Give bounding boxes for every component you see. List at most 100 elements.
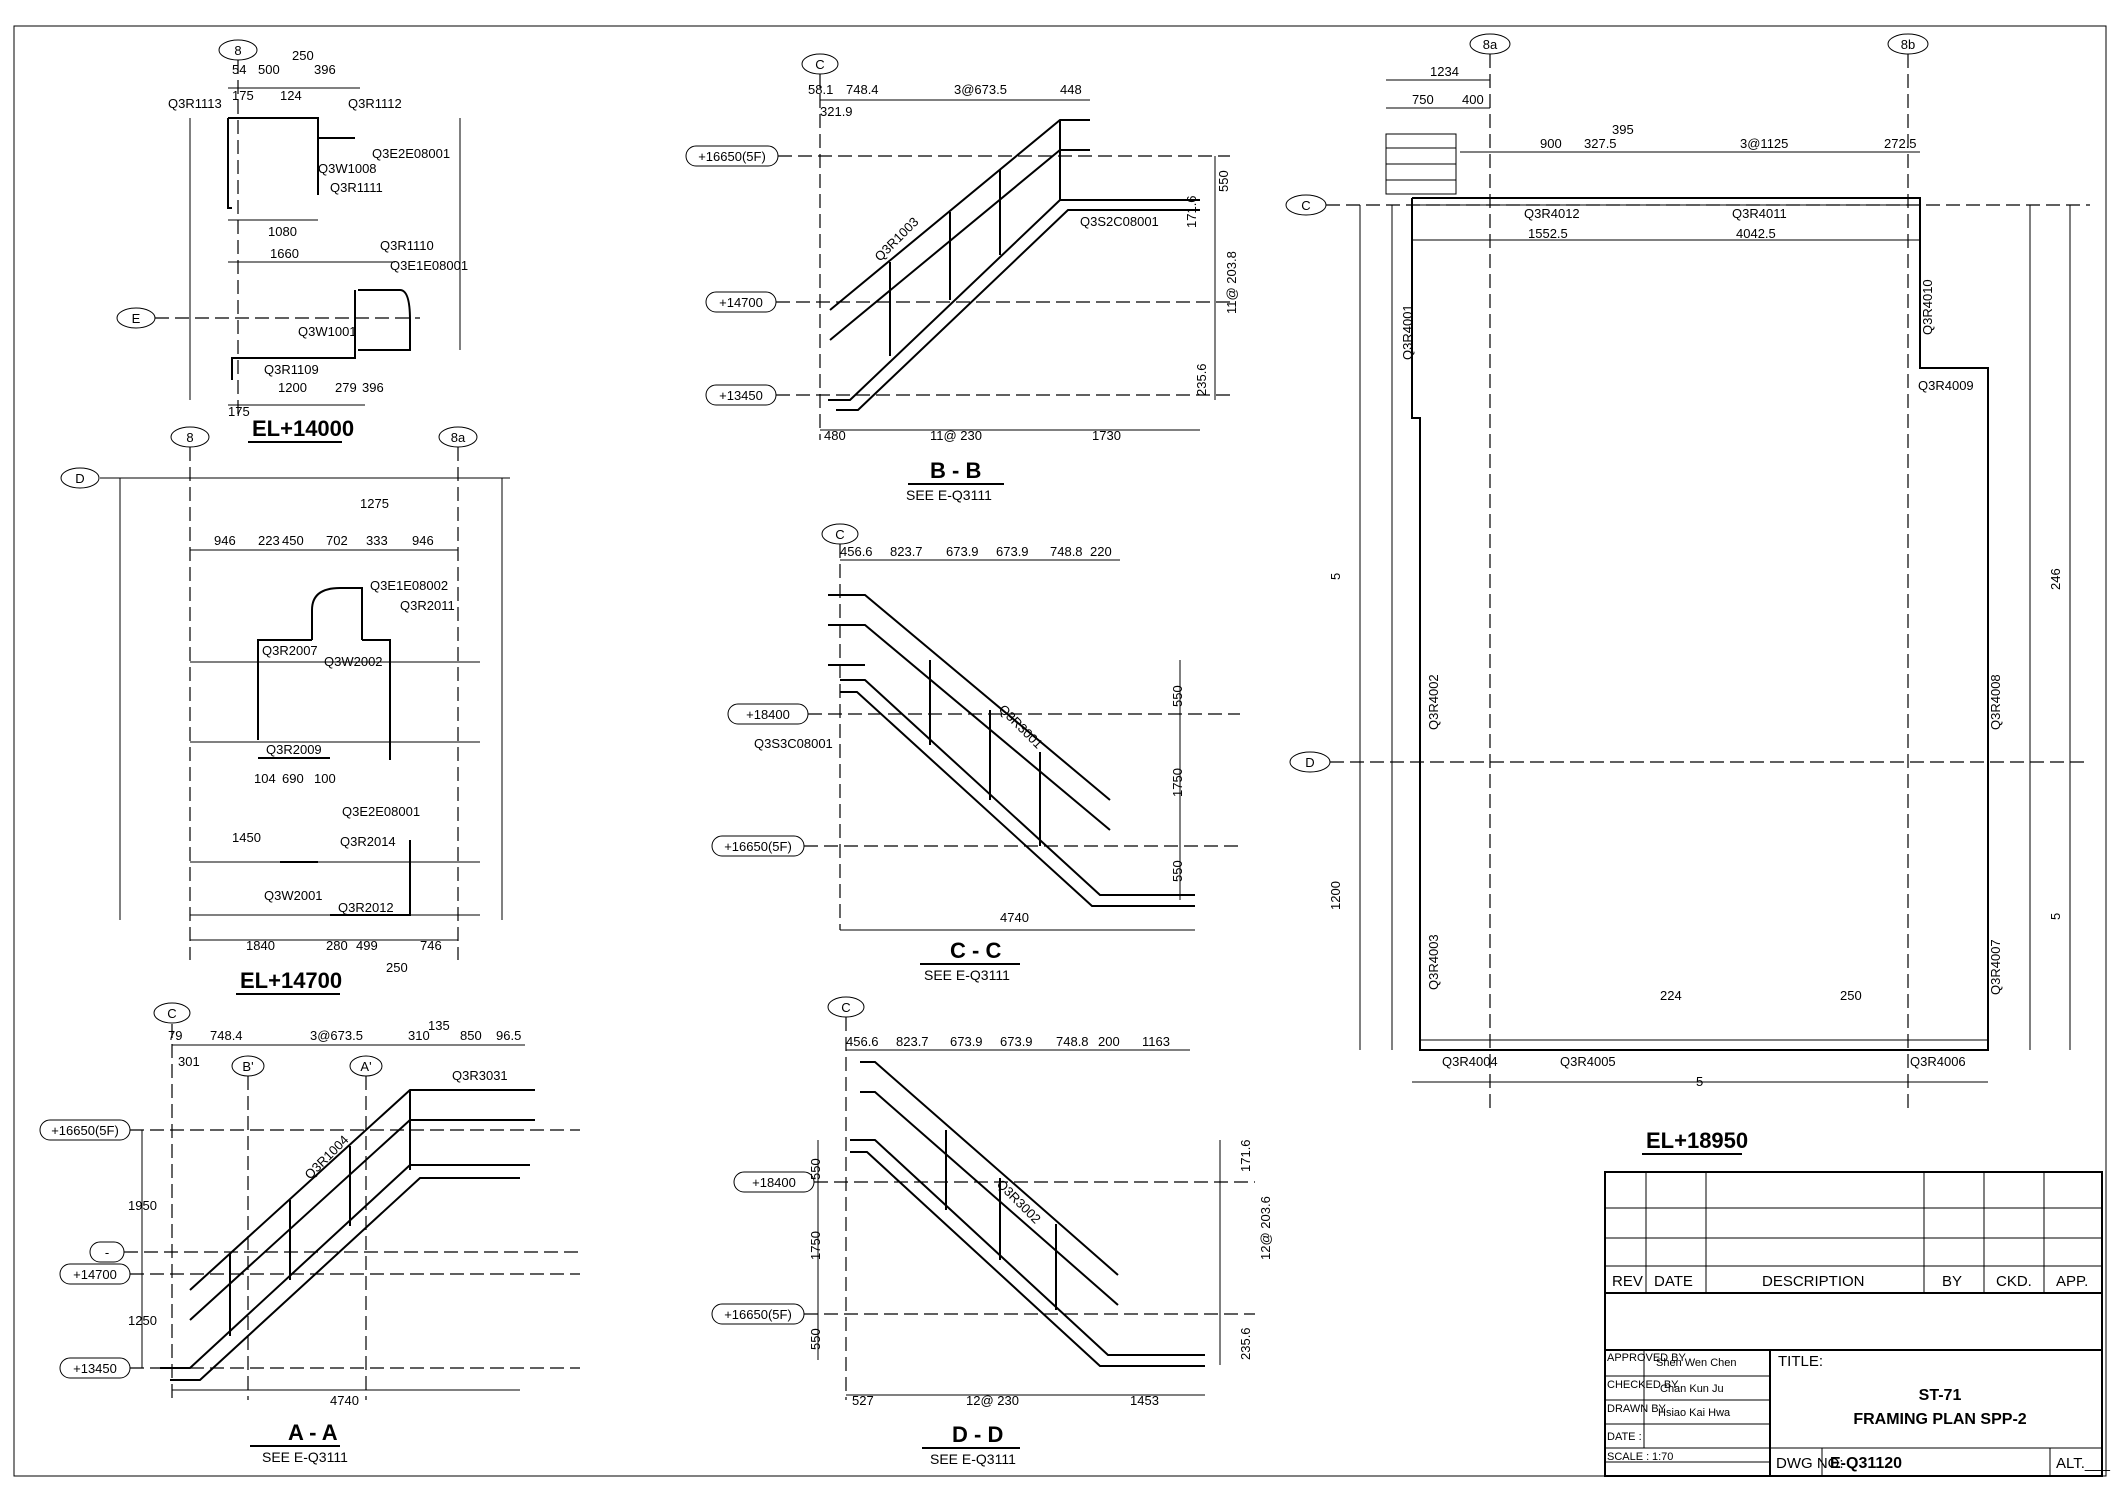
dim-text: 246 bbox=[2048, 568, 2063, 590]
dim-text: 11@ 203.8 bbox=[1224, 251, 1239, 314]
dim-text: 5 bbox=[1696, 1074, 1703, 1089]
stair-stringer bbox=[828, 199, 1200, 401]
dim-text: 450 bbox=[282, 533, 304, 548]
handrail bbox=[828, 594, 1111, 801]
member-label: Q3W2002 bbox=[324, 654, 383, 669]
dim-text: 3@673.5 bbox=[954, 82, 1007, 97]
dim-text: 550 bbox=[808, 1328, 823, 1350]
member-label: Q3R4007 bbox=[1988, 939, 2003, 995]
grid-label: 8 bbox=[186, 430, 193, 445]
member-label: Q3R1112 bbox=[348, 96, 402, 111]
member-label: Q3R1004 bbox=[302, 1132, 352, 1182]
dim-text: 250 bbox=[1840, 988, 1862, 1003]
dim-text: 12@ 203.6 bbox=[1258, 1196, 1273, 1260]
dim-text: 550 bbox=[1170, 685, 1185, 707]
dim-text: 673.9 bbox=[950, 1034, 983, 1049]
dim-text: 4740 bbox=[330, 1393, 359, 1408]
door-swing bbox=[311, 587, 363, 640]
dim-text: 850 bbox=[460, 1028, 482, 1043]
dim-text: 1660 bbox=[270, 246, 299, 261]
beam bbox=[231, 290, 356, 380]
member-label: Q3R2007 bbox=[262, 643, 318, 658]
level-label: +13450 bbox=[73, 1361, 117, 1376]
member-label: Q3W2001 bbox=[264, 888, 323, 903]
member-label: Q3R1113 bbox=[168, 96, 222, 111]
level-label: +16650(5F) bbox=[724, 1307, 792, 1322]
dim-text: 396 bbox=[362, 380, 384, 395]
view-title: D - D bbox=[952, 1422, 1003, 1447]
stair-stringer bbox=[850, 1139, 1205, 1356]
dwg-no-value: E-Q31120 bbox=[1830, 1455, 1902, 1472]
dim-text: 310 bbox=[408, 1028, 430, 1043]
platform-edge bbox=[1411, 197, 1989, 1051]
dim-text: 272.5 bbox=[1884, 136, 1917, 151]
dim-text: 124 bbox=[280, 88, 302, 103]
sheet-border bbox=[13, 25, 2107, 1477]
grid-label: C bbox=[1301, 198, 1310, 213]
section-bb: C +16650(5F) +14700 +13450 58.1 748.4 3@… bbox=[685, 53, 1239, 503]
dim-text: 224 bbox=[1660, 988, 1682, 1003]
grid-label: C bbox=[841, 1000, 850, 1015]
dim-text: 527 bbox=[852, 1393, 874, 1408]
plan-el14700: 8 8a D 1275 946 223 450 702 333 946 104 … bbox=[60, 426, 510, 995]
dim-text: 1750 bbox=[1170, 768, 1185, 797]
stair-stringer bbox=[160, 1164, 530, 1369]
dim-text: 175 bbox=[232, 88, 254, 103]
handrail bbox=[828, 624, 1111, 831]
view-title: EL+14000 bbox=[252, 416, 354, 441]
dim-text: 1840 bbox=[246, 938, 275, 953]
dim-text: 748.8 bbox=[1056, 1034, 1089, 1049]
dim-text: 250 bbox=[292, 48, 314, 63]
dim-text: 79 bbox=[168, 1028, 182, 1043]
dim-text: 456.6 bbox=[846, 1034, 879, 1049]
stair-stringer bbox=[840, 691, 1195, 907]
app-header: APP. bbox=[2056, 1273, 2088, 1290]
member-label: Q3S3C08001 bbox=[754, 736, 833, 751]
grid-label: B' bbox=[242, 1059, 253, 1074]
dim-text: 171.6 bbox=[1238, 1139, 1253, 1172]
level-label: - bbox=[105, 1245, 109, 1260]
member-label: Q3R4012 bbox=[1524, 206, 1580, 221]
dim-text: 1163 bbox=[1142, 1034, 1170, 1049]
grid-label: 8b bbox=[1901, 37, 1915, 52]
beam bbox=[227, 118, 232, 209]
handrail bbox=[860, 1061, 1119, 1276]
dim-text: 395 bbox=[1612, 122, 1634, 137]
drawn-label: DRAWN BY bbox=[1607, 1403, 1667, 1415]
dim-text: 673.9 bbox=[996, 544, 1029, 559]
dim-text: 235.6 bbox=[1194, 363, 1209, 396]
dim-text: 135 bbox=[428, 1018, 450, 1033]
stair-stringer bbox=[836, 209, 1200, 411]
member-label: Q3R4002 bbox=[1426, 674, 1441, 730]
dim-text: 1200 bbox=[1328, 881, 1343, 910]
dim-text: 500 bbox=[258, 62, 280, 77]
dim-text: 333 bbox=[366, 533, 388, 548]
grid-bubble-c bbox=[153, 1002, 191, 1024]
by-header: BY bbox=[1942, 1273, 1962, 1290]
dim-text: 748.4 bbox=[210, 1028, 243, 1043]
handrail bbox=[860, 1091, 1119, 1306]
grid-label: A' bbox=[360, 1059, 371, 1074]
member-label: Q3R1003 bbox=[872, 214, 922, 264]
dim-text: 1453 bbox=[1130, 1393, 1159, 1408]
dim-text: 4042.5 bbox=[1736, 226, 1776, 241]
member-label: Q3R4009 bbox=[1918, 378, 1974, 393]
beam bbox=[257, 639, 312, 740]
dim-text: 400 bbox=[1462, 92, 1484, 107]
dim-text: 175 bbox=[228, 404, 250, 419]
member-label: Q3R4006 bbox=[1910, 1054, 1966, 1069]
grid-label: C bbox=[835, 527, 844, 542]
grid-label: D bbox=[75, 471, 84, 486]
checked-name: Chan Kun Ju bbox=[1660, 1383, 1724, 1395]
section-cc: C +18400 +16650(5F) 456.6 823.7 673.9 67… bbox=[711, 523, 1240, 983]
dim-text: 900 bbox=[1540, 136, 1562, 151]
dim-text: 171.6 bbox=[1184, 195, 1199, 228]
member-label: Q3S2C08001 bbox=[1080, 214, 1159, 229]
dim-text: 11@ 230 bbox=[930, 428, 982, 443]
plan-el18950: 8a 8b C D 1234 750 400 900 327.5 3 bbox=[1285, 33, 2090, 1155]
dim-text: 823.7 bbox=[896, 1034, 929, 1049]
view-title: C - C bbox=[950, 938, 1001, 963]
member-label: Q3E1E08001 bbox=[390, 258, 468, 273]
dim-text: 100 bbox=[314, 771, 336, 786]
member-label: Q3R1110 bbox=[380, 238, 434, 253]
